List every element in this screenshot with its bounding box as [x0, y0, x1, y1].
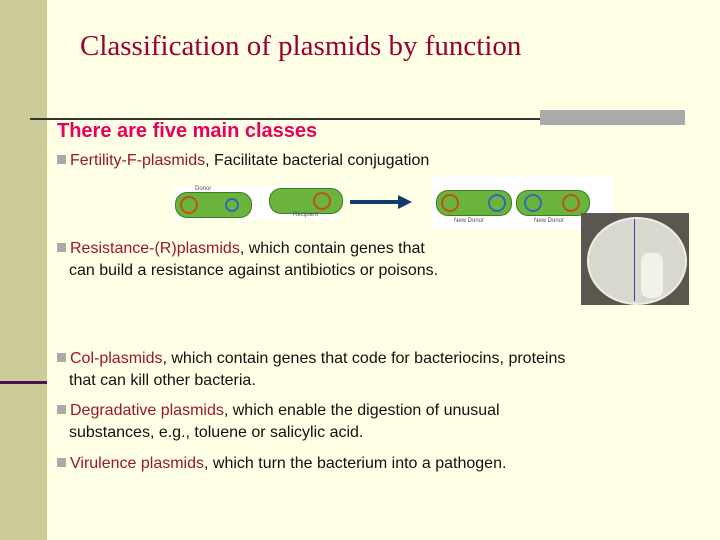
bullet-square-icon	[57, 243, 66, 252]
new-donor-label: New Donor	[534, 218, 565, 224]
bacterial-streak	[641, 253, 663, 298]
recipient-cell	[269, 188, 343, 214]
plasmid-icon	[313, 192, 331, 210]
accent-line	[0, 381, 47, 384]
title-divider	[30, 118, 685, 120]
bullet-col: Col-plasmids, which contain genes that c…	[57, 348, 565, 392]
bullet-resistance: Resistance-(R)plasmids, which contain ge…	[57, 238, 438, 282]
bullet-term: Resistance-(R)plasmids	[70, 240, 240, 257]
bullet-degradative: Degradative plasmids, which enable the d…	[57, 400, 500, 444]
bullet-square-icon	[57, 353, 66, 362]
plasmid-icon	[441, 194, 459, 212]
plasmid-icon	[524, 194, 542, 212]
new-donor-label: New Donor	[454, 218, 485, 224]
dividing-line	[634, 219, 635, 301]
gray-accent-bar	[540, 110, 685, 125]
bullet-square-icon	[57, 405, 66, 414]
bullet-text: , which contain genes that	[239, 240, 425, 257]
plasmid-icon	[488, 194, 506, 212]
donor-label: Donor	[195, 186, 212, 192]
bullet-text: , which turn the bacterium into a pathog…	[204, 455, 507, 472]
f-plasmid-icon	[180, 196, 198, 214]
conjugation-diagram-before: Donor Recipient	[173, 186, 343, 219]
sidebar-band	[0, 0, 47, 540]
arrow-icon	[350, 195, 412, 209]
bullet-virulence: Virulence plasmids, which turn the bacte…	[57, 453, 506, 475]
bullet-text-continued: substances, e.g., toluene or salicylic a…	[69, 424, 364, 441]
bullet-term: Col-plasmids	[70, 350, 163, 367]
petri-dish	[587, 217, 687, 305]
bullet-text: , Facilitate bacterial conjugation	[205, 152, 430, 169]
bullet-square-icon	[57, 155, 66, 164]
bullet-text-continued: that can kill other bacteria.	[69, 372, 256, 389]
slide-title: Classification of plasmids by function	[80, 30, 522, 62]
chromosome-icon	[225, 198, 239, 212]
bullet-term: Fertility-F-plasmids	[70, 152, 206, 169]
bullet-text: , which contain genes that code for bact…	[162, 350, 566, 367]
bullet-square-icon	[57, 458, 66, 467]
recipient-label: Recipient	[293, 212, 319, 218]
plasmid-icon	[562, 194, 580, 212]
petri-dish-photo	[581, 213, 689, 305]
bullet-term: Virulence plasmids	[70, 455, 204, 472]
bullet-fertility: Fertility-F-plasmids, Facilitate bacteri…	[57, 150, 429, 172]
section-heading: There are five main classes	[57, 120, 318, 142]
bullet-term: Degradative plasmids	[70, 402, 224, 419]
bullet-text-continued: can build a resistance against antibioti…	[69, 262, 439, 279]
bullet-text: , which enable the digestion of unusual	[223, 402, 500, 419]
